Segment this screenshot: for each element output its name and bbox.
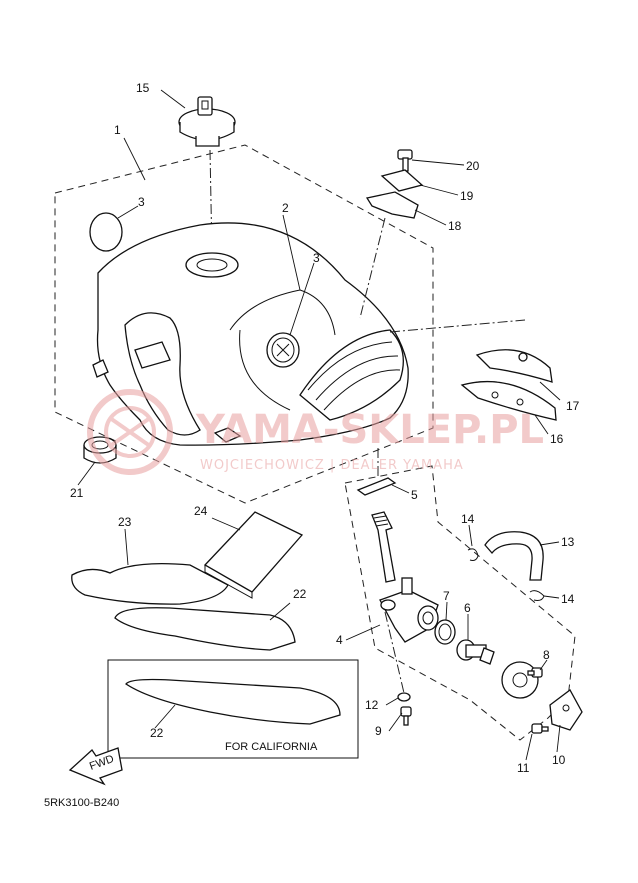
diagram-code: 5RK3100-B240 xyxy=(44,797,119,809)
callout-9: 9 xyxy=(375,724,382,738)
callout-3-emblem: 3 xyxy=(313,251,320,265)
callout-21: 21 xyxy=(70,486,84,500)
bracket-centerline xyxy=(359,217,386,319)
fuel-cap xyxy=(178,96,236,147)
callout-5: 5 xyxy=(411,488,418,502)
callout-13: 13 xyxy=(561,535,575,549)
callout-14-lower: 14 xyxy=(561,592,575,606)
cover-centerline xyxy=(389,319,526,333)
fuel-hose xyxy=(484,531,544,581)
callout-15: 15 xyxy=(136,81,150,95)
callout-16: 16 xyxy=(550,432,564,446)
drain-screw xyxy=(400,706,412,726)
callout-23: 23 xyxy=(118,515,132,529)
callout-14-upper: 14 xyxy=(461,512,475,526)
lever-screw xyxy=(527,667,543,678)
fuel-cock-assembly xyxy=(371,511,439,643)
drain-washer xyxy=(397,692,411,702)
callout-24: 24 xyxy=(194,504,208,518)
tank-emblem-left xyxy=(89,212,123,252)
callout-3-left: 3 xyxy=(138,195,145,209)
fuel-cock-gasket xyxy=(356,477,397,496)
callout-18: 18 xyxy=(448,219,462,233)
callout-8: 8 xyxy=(543,648,550,662)
callout-6: 6 xyxy=(464,601,471,615)
fuel-cock-group-outline xyxy=(344,465,576,741)
hose-clip-upper xyxy=(467,548,479,561)
callout-22-upper: 22 xyxy=(293,587,307,601)
callout-10: 10 xyxy=(552,753,566,767)
callout-1: 1 xyxy=(114,123,121,137)
california-label: FOR CALIFORNIA xyxy=(225,741,318,753)
callout-4: 4 xyxy=(336,633,343,647)
watermark-tagline: WOJCIECHOWICZ | DEALER YAMAHA xyxy=(200,458,464,473)
fuel-tank-body xyxy=(92,222,409,446)
fuel-cock-valve xyxy=(456,639,495,665)
rear-mount-bolt xyxy=(397,149,413,172)
callout-2: 2 xyxy=(282,201,289,215)
callout-7: 7 xyxy=(443,589,450,603)
callout-12: 12 xyxy=(365,698,379,712)
o-ring xyxy=(434,619,456,645)
california-box xyxy=(107,659,359,759)
rear-mount-bracket xyxy=(365,191,419,219)
rear-mount-plate xyxy=(380,169,424,192)
lever-screw-lower xyxy=(531,723,549,734)
watermark: YAMA-SKLEP.PL WOJCIECHOWICZ | DEALER YAM… xyxy=(87,389,544,475)
callout-19: 19 xyxy=(460,189,474,203)
watermark-logo-icon xyxy=(87,389,173,475)
rear-cover-plate xyxy=(475,349,553,383)
tank-assembly-group-outline xyxy=(54,144,434,504)
rear-tank-bracket xyxy=(460,380,557,421)
drain-centerline xyxy=(384,611,405,694)
damper-pad-22 xyxy=(114,607,296,651)
california-damper-pad xyxy=(125,678,341,725)
leader-lines xyxy=(77,89,561,761)
callout-22-california: 22 xyxy=(150,726,164,740)
callout-11: 11 xyxy=(517,761,530,775)
callout-labels: 15 1 3 2 3 20 19 18 17 16 21 5 23 24 22 … xyxy=(70,81,580,775)
hose-clip-lower xyxy=(529,590,545,601)
callout-20: 20 xyxy=(466,159,480,173)
fwd-arrow-icon: FWD xyxy=(68,747,123,786)
callout-17: 17 xyxy=(566,399,580,413)
damper-pad-23 xyxy=(71,562,229,605)
watermark-brand: YAMA-SKLEP.PL xyxy=(195,407,544,453)
